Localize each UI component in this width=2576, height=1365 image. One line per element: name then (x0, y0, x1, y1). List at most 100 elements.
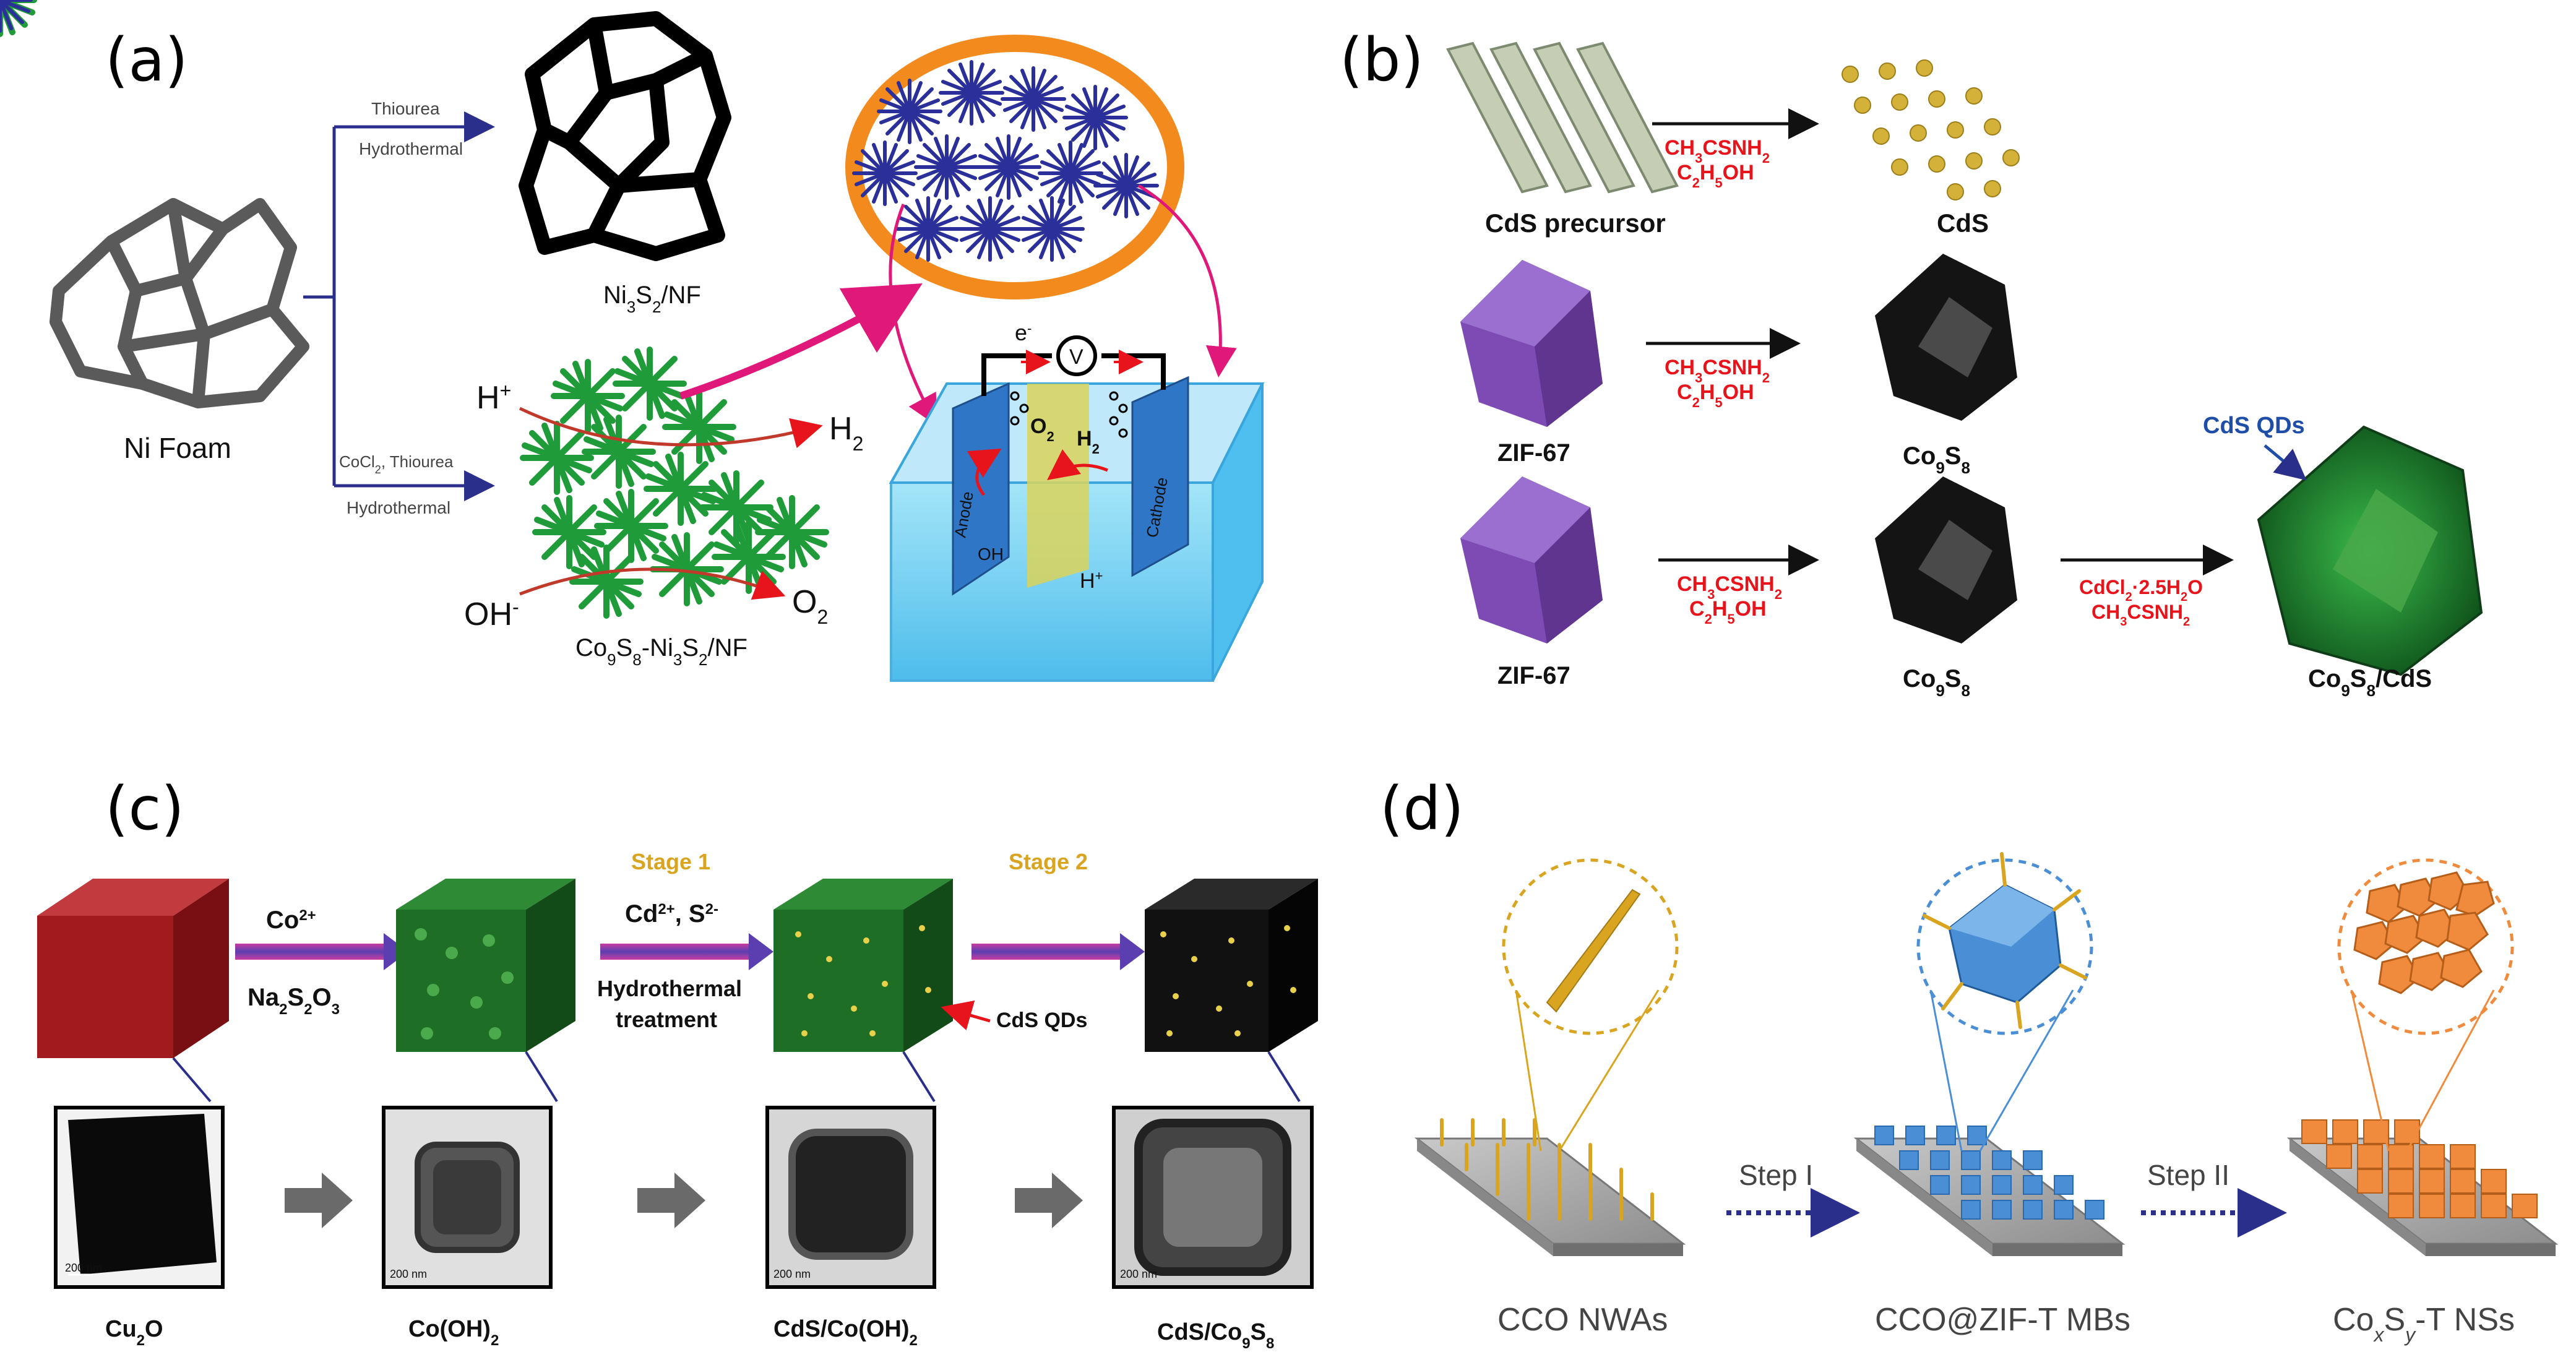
co9s8-label-2: Co9S8 (1903, 665, 1970, 700)
h2-label: H2 (829, 411, 863, 455)
coxsy-label: CoxSy-T NSs (2333, 1302, 2515, 1346)
zoom-circle-nanowire (1502, 858, 1679, 1035)
plate-nanowire-array (1414, 1118, 1686, 1256)
cco-nwas-label: CCO NWAs (1497, 1302, 1668, 1338)
zoom-nanoflowers (0, 0, 1157, 260)
panel-a: (a) Ni Foam Thiourea Hydrothermal CoCl2,… (0, 0, 1265, 682)
step3-arrow-bar (971, 944, 1120, 960)
step2-arrow-head (749, 933, 773, 970)
cell-o2-label: O2 (1030, 415, 1054, 444)
ni3s2-network (519, 11, 731, 261)
single-nanowire (1546, 889, 1641, 1013)
zoom-link-anode (889, 204, 937, 426)
step1-top-label: Co2+ (266, 906, 316, 934)
cu2o-label: Cu2O (105, 1316, 163, 1349)
zoom-line-1b (1558, 989, 1660, 1152)
oh-minus-label: OH- (464, 596, 519, 632)
reagent-row3b-line2: CH3CSNH2 (2091, 601, 2190, 629)
panel-c-letter: (c) (105, 774, 184, 843)
cds-dots (1842, 59, 2020, 200)
zoom-line-1a (1515, 989, 1542, 1152)
scale-bar-2: 200 nm (390, 1268, 427, 1280)
zoom-circle-sulfide (2337, 858, 2514, 1035)
step3-arrow-head (1120, 933, 1145, 970)
reagent-row2-line1: CH3CSNH2 (1665, 356, 1770, 385)
scale-bar-3: 200 nm (773, 1268, 811, 1280)
hydrothermal-line1: Hydrothermal (597, 976, 742, 1001)
tem-arrow-1 (285, 1173, 353, 1228)
zif67-crystal-2 (1460, 476, 1603, 644)
voltmeter-label: V (1069, 345, 1083, 369)
cds-precursor-label: CdS precursor (1485, 209, 1666, 238)
ni3s2-label: Ni3S2/NF (603, 282, 701, 316)
cell-oh-label: OH (978, 545, 1004, 564)
magnify-arrow (679, 283, 923, 400)
zoom-link-cathode (1137, 184, 1237, 377)
zif67-label-2: ZIF-67 (1497, 662, 1570, 689)
co9s8-label-1: Co9S8 (1903, 442, 1970, 477)
reagent-row1-line2: C2H5OH (1677, 161, 1754, 191)
panel-b-letter: (b) (1340, 25, 1424, 95)
branch-arrows (303, 111, 495, 501)
tem-arrow-3 (1015, 1173, 1083, 1228)
stage2-label: Stage 2 (1009, 849, 1088, 874)
tem-image-cds-co-oh2: 200 nm (765, 1106, 936, 1289)
reagent-row3-line2: C2H5OH (1689, 597, 1767, 627)
stage1-label: Stage 1 (631, 849, 710, 874)
step2-top-label: Cd2+, S2- (625, 900, 718, 928)
hydrothermal-line2: treatment (616, 1007, 717, 1032)
cu2o-cube (37, 879, 229, 1058)
step1-arrow-bar (235, 944, 384, 960)
h-plus-label: H+ (476, 379, 511, 416)
sulfide-nanosheets (2353, 871, 2495, 994)
zif-polyhedron (1923, 852, 2087, 1029)
co-oh2-cube (396, 879, 575, 1052)
cell-h2-label: H2 (1077, 427, 1100, 457)
zoom-circle-zif (1916, 858, 2093, 1035)
co9s8-cds-crystal (2257, 425, 2483, 676)
zoom-line-3a (2350, 989, 2390, 1152)
cds-co9s8-cube (1145, 879, 1318, 1052)
cds-qds-label: CdS QDs (2203, 413, 2305, 439)
plate-zif-array (1853, 1126, 2126, 1256)
step1-bottom-label: Na2S2O3 (248, 984, 340, 1018)
panel-a-letter: (a) (105, 25, 188, 95)
zif67-label-1: ZIF-67 (1497, 439, 1570, 467)
cds-co-oh2-cube (773, 879, 953, 1052)
step2-arrow-bar (600, 944, 749, 960)
co9s8-crystal-2 (1875, 476, 2017, 644)
tem-image-cds-co9s8: 200 nm (1112, 1106, 1314, 1289)
cell-hplus-label: H+ (1080, 568, 1103, 593)
co-oh2-label: Co(OH)2 (408, 1316, 499, 1349)
cco-zif-label: CCO@ZIF-T MBs (1875, 1302, 2130, 1338)
scale-bar-1: 200 nm (65, 1262, 102, 1274)
zoom-line-2a (1929, 989, 1963, 1152)
o2-label: O2 (792, 584, 828, 628)
oer-arrow (519, 567, 786, 600)
tem-connectors (172, 1051, 1301, 1103)
panel-c: (c) Co2+ Na2S2O3 Stage 1 Cd2+, S2- Hydro… (37, 774, 1318, 1352)
route-bottom-method: Hydrothermal (347, 498, 450, 517)
cds-qds-pointer-c (941, 1000, 991, 1031)
reagent-row3b-line1: CdCl2·2.5H2O (2079, 576, 2203, 604)
route-top-reagent: Thiourea (371, 99, 440, 118)
route-top-method: Hydrothermal (359, 139, 463, 158)
step1-label-d: Step I (1739, 1159, 1813, 1191)
plate-sulfide-array (2286, 1119, 2559, 1256)
route-bottom-reagent: CoCl2, Thiourea (339, 452, 454, 476)
composite-label: Co9S8-Ni3S2/NF (575, 634, 747, 669)
cds-precursor-rods (1446, 41, 1679, 194)
cds-co9s8-label: CdS/Co9S8 (1157, 1319, 1274, 1352)
tem-image-cu2o: 200 nm (54, 1106, 225, 1289)
zoom-line-3b (2406, 989, 2495, 1152)
reagent-row1-line1: CH3CSNH2 (1665, 136, 1770, 166)
her-arrow (519, 407, 823, 449)
cds-qds-label-c: CdS QDs (996, 1009, 1087, 1032)
co9s8-crystal-1 (1875, 254, 2017, 421)
cds-qds-pointer (2264, 444, 2307, 481)
electron-label: e- (1015, 320, 1032, 345)
tem-image-co-oh2: 200 nm (382, 1106, 553, 1289)
ni-foam-label: Ni Foam (124, 432, 231, 464)
